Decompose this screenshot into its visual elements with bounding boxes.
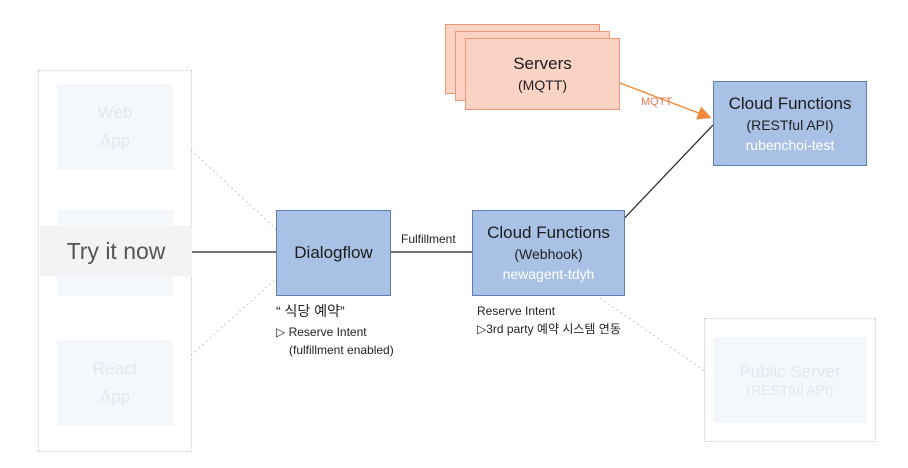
restful-title: Cloud Functions xyxy=(728,93,852,113)
web-app-label: Web App xyxy=(97,103,133,150)
try-it-now-label: Try it now xyxy=(66,237,166,264)
webhook-name: newagent-tdyh xyxy=(502,266,595,282)
mqtt-label: MQTT xyxy=(641,96,673,108)
public-server-box: Public Server (RESTful API) xyxy=(713,337,867,423)
public-server-subtitle: (RESTful API) xyxy=(746,382,834,398)
dialogflow-title: Dialogflow xyxy=(294,243,373,262)
webhook-caption-action: ▷3rd party 예약 시스템 연동 xyxy=(477,322,621,336)
servers-title: Servers xyxy=(513,54,572,73)
dialogflow-box: Dialogflow xyxy=(276,210,391,296)
restful-name: rubenchoi-test xyxy=(745,136,835,153)
try-it-now-button[interactable]: Try it now xyxy=(40,226,192,276)
dotted-connector-bottom xyxy=(190,277,278,356)
restful-subtitle: (RESTful API) xyxy=(746,116,834,133)
dialogflow-caption-quote: “ 식당 예약” xyxy=(276,303,345,319)
dialogflow-caption-intent: ▷ Reserve Intent xyxy=(276,325,367,339)
webhook-subtitle: (Webhook) xyxy=(514,246,583,262)
public-server-frame xyxy=(704,318,876,442)
webhook-title: Cloud Functions xyxy=(487,223,610,242)
webhook-caption: Reserve Intent ▷3rd party 예약 시스템 연동 xyxy=(477,302,621,338)
webhook-caption-intent: Reserve Intent xyxy=(477,304,556,318)
react-app-box: React App xyxy=(57,340,173,426)
servers-subtitle: (MQTT) xyxy=(518,77,567,93)
dotted-connector-top xyxy=(190,149,278,231)
restful-cloud-functions-box: Cloud Functions (RESTful API) rubenchoi-… xyxy=(713,81,867,166)
web-app-box: Web App xyxy=(57,84,173,170)
react-app-label: React App xyxy=(92,359,138,406)
dialogflow-caption-note: (fulfillment enabled) xyxy=(289,343,394,357)
webhook-cloud-functions-box: Cloud Functions (Webhook) newagent-tdyh xyxy=(472,210,625,296)
fulfillment-label: Fulfillment xyxy=(401,232,456,246)
dialogflow-caption: “ 식당 예약” ▷ Reserve Intent (fulfillment e… xyxy=(276,301,394,359)
public-server-title: Public Server xyxy=(739,362,841,381)
servers-box: Servers (MQTT) xyxy=(465,38,620,110)
